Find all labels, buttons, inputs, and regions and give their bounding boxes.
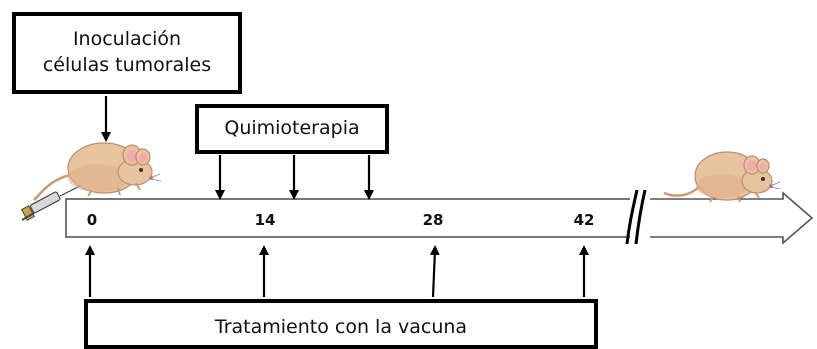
inoculation-label-line2: células tumorales — [42, 54, 212, 76]
vaccine-box: Tratamiento con la vacuna — [84, 299, 598, 349]
axis-break-icon — [625, 189, 650, 245]
chemotherapy-box: Quimioterapia — [195, 104, 389, 154]
mouse-icon-right — [663, 151, 782, 203]
vaccine-label: Tratamiento con la vacuna — [214, 316, 468, 338]
timeline-bar — [65, 198, 634, 238]
timeline-arrow-head — [646, 191, 814, 245]
mouse-icon — [33, 142, 162, 201]
timeline-diagram — [20, 96, 814, 298]
chemotherapy-label: Quimioterapia — [224, 117, 360, 140]
syringe-icon — [20, 185, 81, 221]
tick-label-14: 14 — [254, 211, 276, 229]
tick-label-0: 0 — [86, 211, 98, 229]
inoculation-box: Inoculación células tumorales — [12, 12, 242, 94]
vaccine-arrow-3 — [429, 245, 440, 298]
tick-label-28: 28 — [422, 211, 444, 229]
tick-label-42: 42 — [573, 211, 595, 229]
inoculation-label-line1: Inoculación — [72, 28, 182, 51]
